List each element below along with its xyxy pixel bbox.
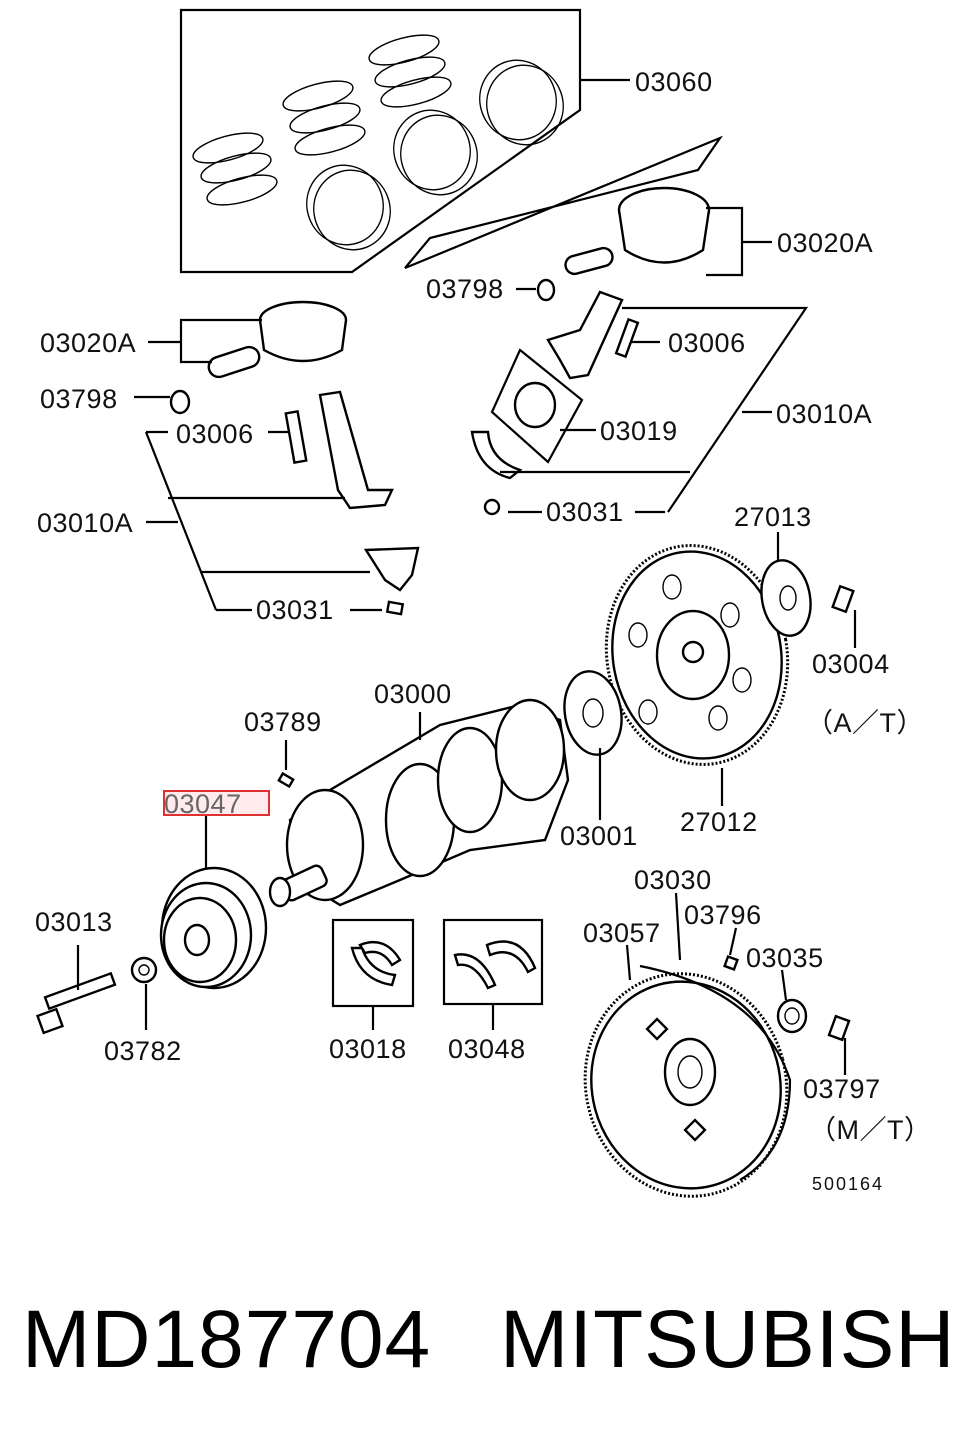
piston-assembly-right <box>404 135 809 516</box>
label-03031-left: 03031 <box>256 595 334 625</box>
label-03006-right: 03006 <box>668 328 746 358</box>
label-03018: 03018 <box>329 1034 407 1064</box>
label-03030: 03030 <box>634 865 712 895</box>
label-03057: 03057 <box>583 918 661 948</box>
label-at: （A／T） <box>806 708 924 738</box>
label-03789: 03789 <box>244 707 322 737</box>
label-03796: 03796 <box>684 900 762 930</box>
label-03020a-left: 03020A <box>40 328 136 358</box>
label-03020a-right: 03020A <box>777 228 873 258</box>
piston-assembly-left <box>134 300 420 616</box>
label-03782: 03782 <box>104 1036 182 1066</box>
label-03031-right: 03031 <box>546 497 624 527</box>
drive-plate-at <box>604 532 857 806</box>
label-03006-left: 03006 <box>176 419 254 449</box>
label-03004: 03004 <box>812 649 890 679</box>
piston-ring-set <box>179 8 630 274</box>
label-03060: 03060 <box>635 67 713 97</box>
callout-labels: 03060 03020A 03798 03006 03010A 03019 03… <box>35 67 931 1194</box>
part-number: MD187704 <box>22 1294 432 1385</box>
label-03047: 03047 <box>164 789 242 819</box>
highlight-box <box>163 790 270 816</box>
brand-name: MITSUBISHI <box>500 1294 960 1385</box>
label-03010a-right: 03010A <box>776 399 872 429</box>
thrust-washer-set <box>442 918 544 1030</box>
label-03000: 03000 <box>374 679 452 709</box>
footer: MD187704 MITSUBISHI <box>0 1285 960 1395</box>
flywheel-mt <box>583 892 851 1198</box>
label-03797: 03797 <box>803 1074 881 1104</box>
label-27013: 27013 <box>734 502 812 532</box>
label-03035: 03035 <box>746 943 824 973</box>
main-bearing-set <box>331 918 415 1030</box>
diagram-code: 500164 <box>812 1174 884 1194</box>
label-03798-right: 03798 <box>426 274 504 304</box>
label-mt: （M／T） <box>809 1115 931 1145</box>
label-03001: 03001 <box>560 821 638 851</box>
crank-pulley <box>35 815 268 1035</box>
crankshaft <box>268 670 623 908</box>
label-03048: 03048 <box>448 1034 526 1064</box>
label-03013: 03013 <box>35 907 113 937</box>
label-03798-left: 03798 <box>40 384 118 414</box>
label-03010a-left: 03010A <box>37 508 133 538</box>
label-27012: 27012 <box>680 807 758 837</box>
label-03019: 03019 <box>600 416 678 446</box>
